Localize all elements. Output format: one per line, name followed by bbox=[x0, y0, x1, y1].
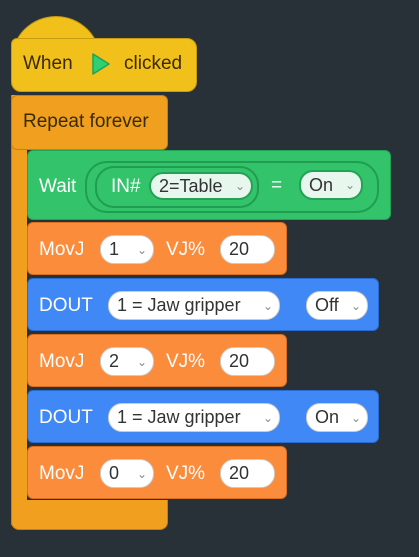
chevron-down-icon: ⌄ bbox=[344, 178, 355, 192]
movj-label: MovJ bbox=[39, 239, 85, 260]
vj-label: VJ% bbox=[166, 351, 206, 372]
point-value: 2 bbox=[109, 351, 120, 371]
vj-value: 20 bbox=[229, 463, 250, 483]
condition-slot: IN# 2=Table ⌄ = On ⌄ bbox=[85, 161, 379, 213]
movj-block[interactable]: MovJ 0 ⌄ VJ% 20 bbox=[27, 446, 287, 499]
state-value: On bbox=[309, 174, 334, 195]
output-state-value: On bbox=[315, 407, 340, 427]
chevron-down-icon: ⌄ bbox=[234, 179, 245, 193]
vj-value: 20 bbox=[229, 239, 250, 259]
state-dropdown[interactable]: On ⌄ bbox=[299, 170, 363, 200]
point-value: 0 bbox=[109, 463, 120, 483]
chevron-down-icon: ⌄ bbox=[350, 298, 361, 313]
chevron-down-icon: ⌄ bbox=[136, 466, 147, 481]
point-dropdown[interactable]: 1 ⌄ bbox=[100, 235, 154, 264]
vj-value: 20 bbox=[229, 351, 250, 371]
repeat-label: Repeat forever bbox=[23, 111, 149, 132]
vj-input[interactable]: 20 bbox=[220, 235, 275, 264]
dout-label: DOUT bbox=[39, 295, 93, 316]
port-value: 1 = Jaw gripper bbox=[117, 407, 241, 427]
in-label: IN# bbox=[111, 176, 141, 197]
movj-block[interactable]: MovJ 2 ⌄ VJ% 20 bbox=[27, 334, 287, 387]
output-state-value: Off bbox=[315, 295, 339, 315]
vj-input[interactable]: 20 bbox=[220, 347, 275, 376]
equals-label: = bbox=[271, 175, 283, 196]
chevron-down-icon: ⌄ bbox=[136, 354, 147, 369]
port-dropdown[interactable]: 1 = Jaw gripper ⌄ bbox=[108, 403, 280, 432]
point-value: 1 bbox=[109, 239, 120, 259]
repeat-forever-block[interactable]: Repeat forever bbox=[11, 95, 168, 150]
when-label: When bbox=[23, 53, 73, 74]
vj-label: VJ% bbox=[166, 463, 206, 484]
port-value: 1 = Jaw gripper bbox=[117, 295, 241, 315]
chevron-down-icon: ⌄ bbox=[262, 298, 273, 313]
chevron-down-icon: ⌄ bbox=[136, 242, 147, 257]
in-port-value: 2=Table bbox=[159, 175, 223, 196]
point-dropdown[interactable]: 2 ⌄ bbox=[100, 347, 154, 376]
movj-block[interactable]: MovJ 1 ⌄ VJ% 20 bbox=[27, 222, 287, 275]
port-dropdown[interactable]: 1 = Jaw gripper ⌄ bbox=[108, 291, 280, 320]
repeat-arm bbox=[11, 95, 27, 525]
dout-label: DOUT bbox=[39, 407, 93, 428]
green-flag-icon[interactable] bbox=[90, 52, 112, 81]
chevron-down-icon: ⌄ bbox=[350, 410, 361, 425]
chevron-down-icon: ⌄ bbox=[262, 410, 273, 425]
when-flag-clicked-block[interactable]: When clicked bbox=[11, 38, 197, 92]
output-state-dropdown[interactable]: On ⌄ bbox=[306, 403, 368, 432]
wait-block[interactable]: Wait IN# 2=Table ⌄ = On ⌄ bbox=[27, 150, 391, 220]
wait-label: Wait bbox=[39, 176, 77, 197]
output-state-dropdown[interactable]: Off ⌄ bbox=[306, 291, 368, 320]
clicked-label: clicked bbox=[124, 53, 183, 74]
repeat-bottom bbox=[11, 500, 168, 530]
movj-label: MovJ bbox=[39, 351, 85, 372]
dout-block[interactable]: DOUT 1 = Jaw gripper ⌄ Off ⌄ bbox=[27, 278, 379, 331]
in-port-dropdown[interactable]: 2=Table ⌄ bbox=[149, 172, 253, 200]
vj-input[interactable]: 20 bbox=[220, 459, 275, 488]
movj-label: MovJ bbox=[39, 463, 85, 484]
vj-label: VJ% bbox=[166, 239, 206, 260]
in-condition: IN# 2=Table ⌄ bbox=[95, 166, 259, 208]
dout-block[interactable]: DOUT 1 = Jaw gripper ⌄ On ⌄ bbox=[27, 390, 379, 443]
point-dropdown[interactable]: 0 ⌄ bbox=[100, 459, 154, 488]
